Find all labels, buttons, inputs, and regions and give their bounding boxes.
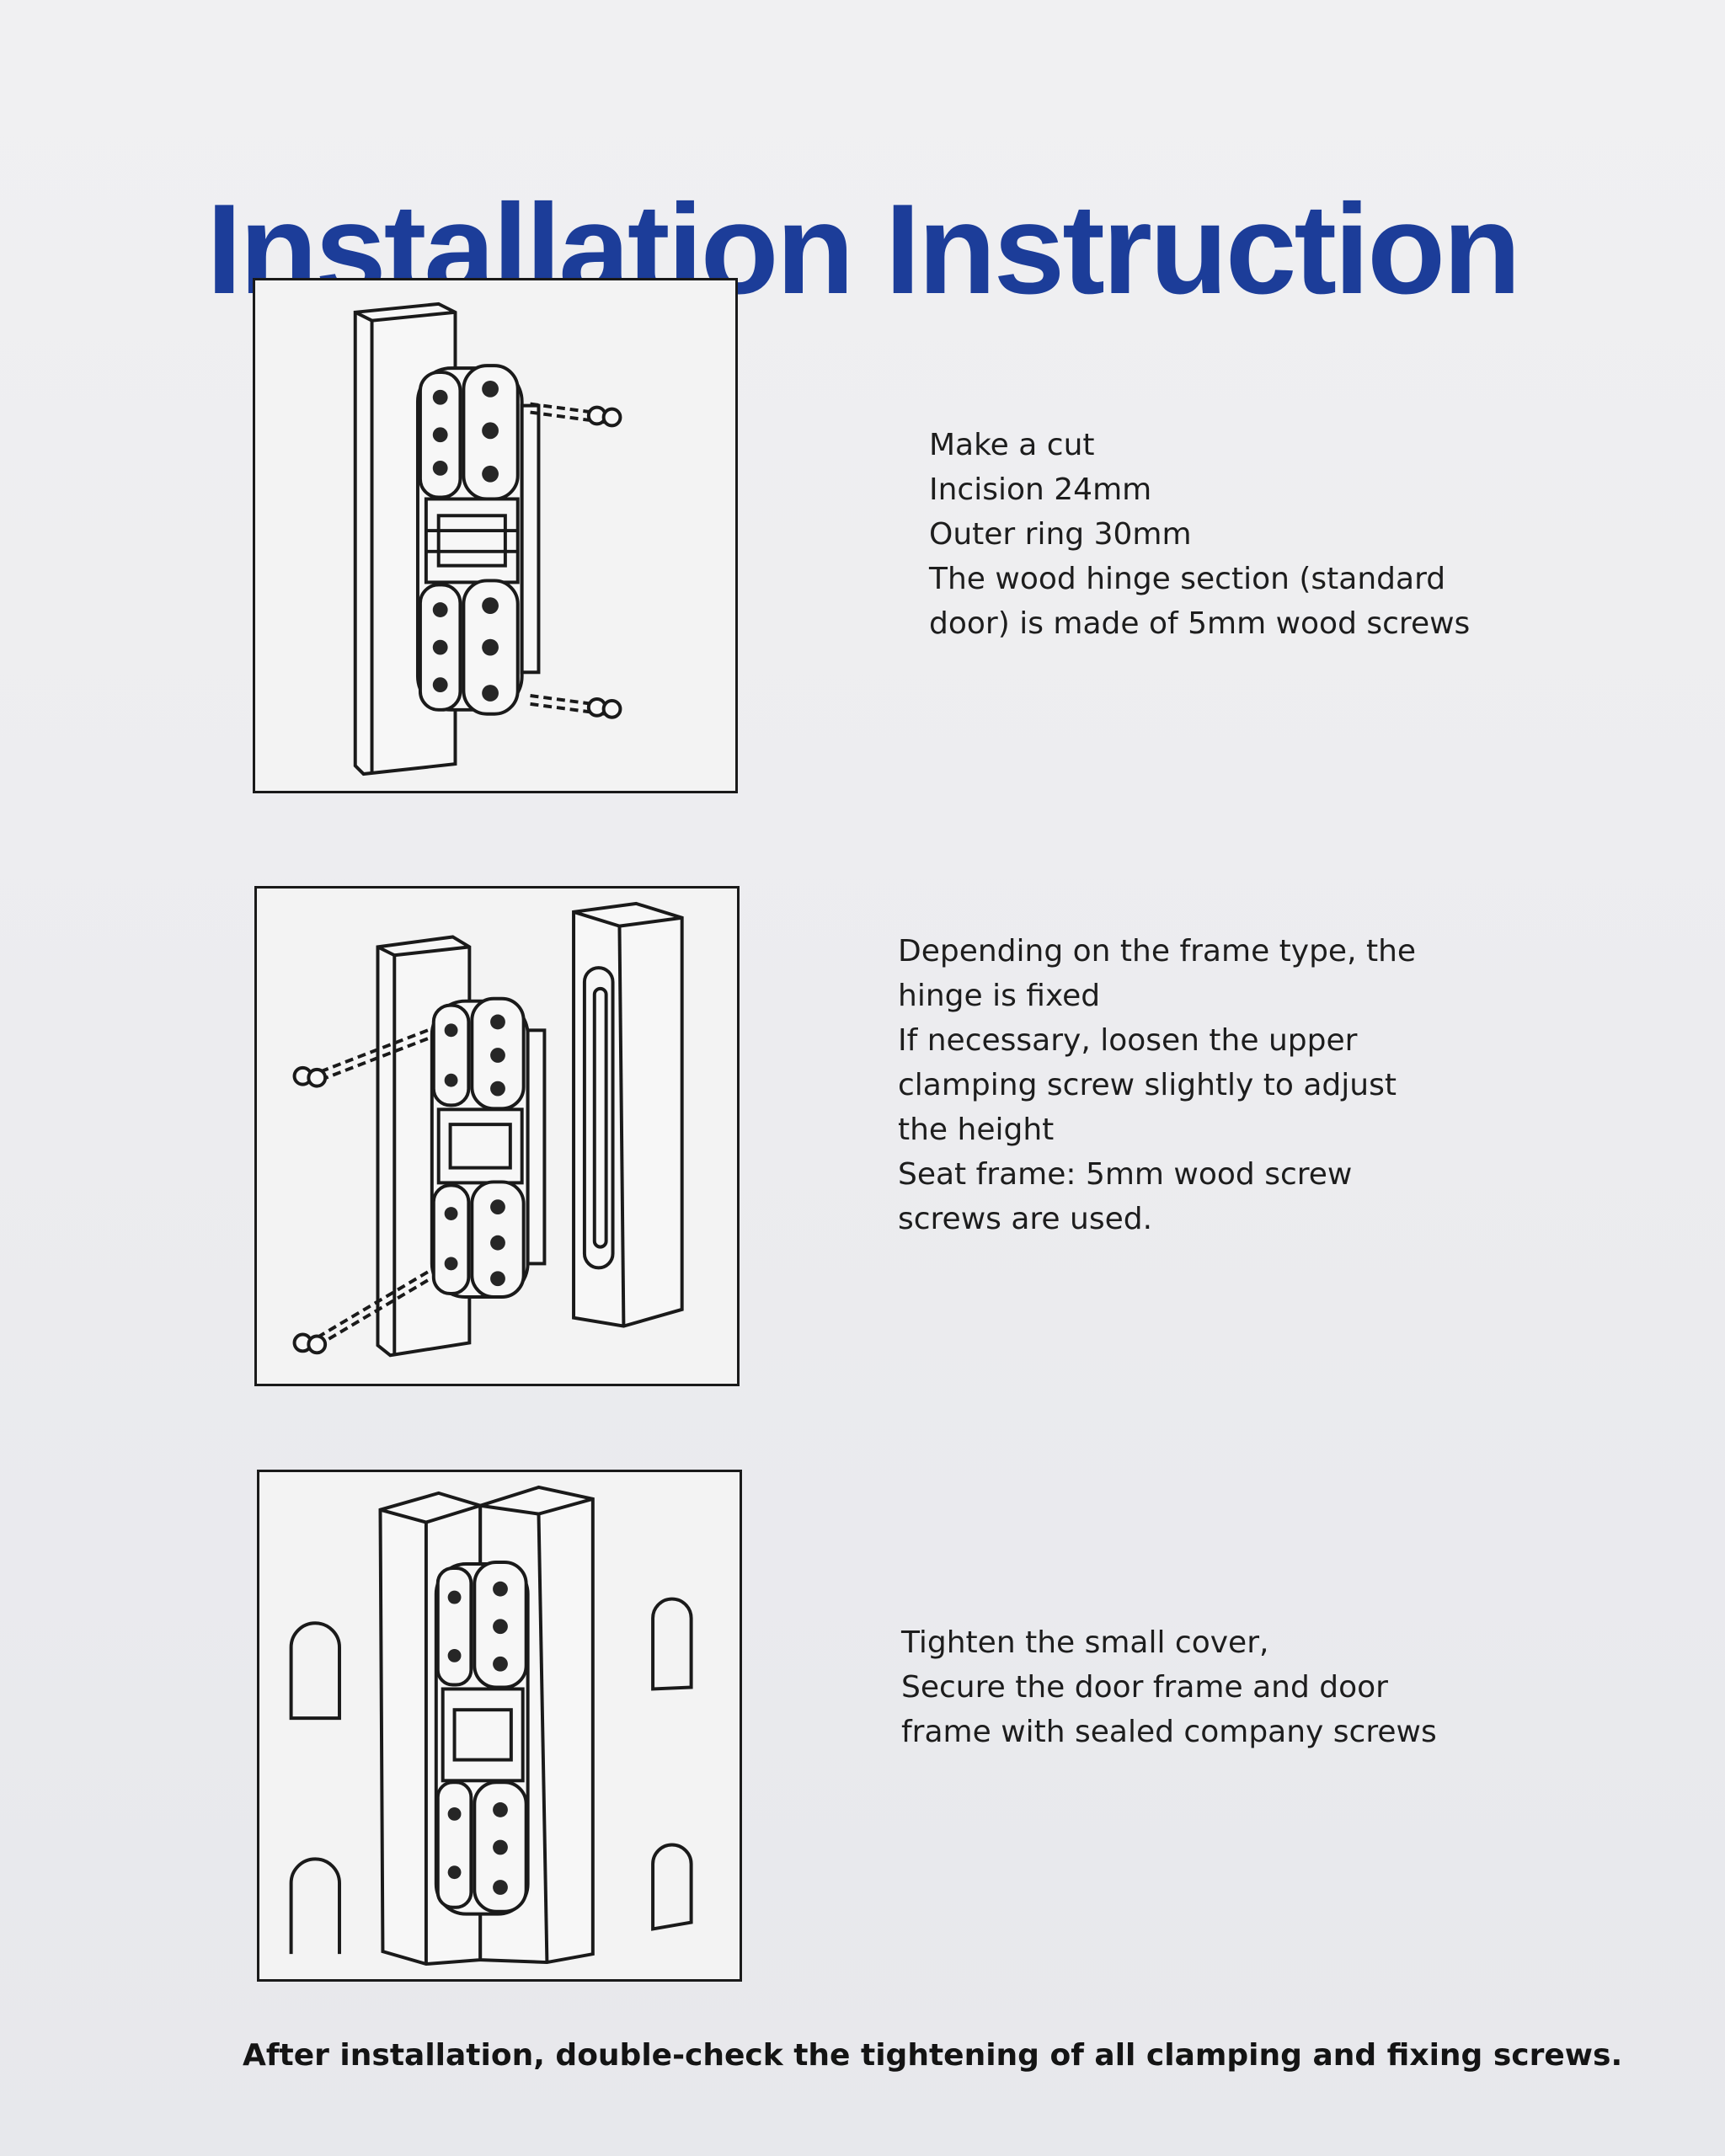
step-3-line: frame with sealed company screws: [901, 1715, 1437, 1749]
step-2-line: Depending on the frame type, the: [898, 934, 1417, 969]
hinge-fix-diagram: [292, 901, 684, 1358]
step-3-text: Tighten the small cover, Secure the door…: [901, 1620, 1437, 1754]
step-1-line: Incision 24mm: [929, 472, 1152, 507]
step-2-text: Depending on the frame type, the hinge i…: [898, 929, 1416, 1241]
step-2-illustration: [254, 886, 740, 1386]
step-3-illustration: [257, 1470, 742, 1982]
step-1-illustration: [253, 278, 738, 793]
step-2-line: the height: [898, 1113, 1055, 1147]
step-2-line: Seat frame: 5mm wood screw: [898, 1157, 1353, 1192]
step-2-line: clamping screw slightly to adjust: [898, 1068, 1397, 1102]
hinge-cover-diagram: [289, 1485, 693, 1967]
step-1-text: Make a cut Incision 24mm Outer ring 30mm…: [929, 423, 1470, 646]
footer-note: After installation, double-check the tig…: [243, 2038, 1623, 2073]
step-1-line: Outer ring 30mm: [929, 517, 1192, 552]
step-3-line: Secure the door frame and door: [901, 1670, 1388, 1705]
step-2-line: hinge is fixed: [898, 979, 1101, 1013]
step-3-line: Tighten the small cover,: [901, 1625, 1269, 1660]
step-2-line: screws are used.: [898, 1202, 1153, 1236]
step-1-line: Make a cut: [929, 428, 1095, 462]
step-1-line: The wood hinge section (standard: [929, 562, 1446, 596]
step-2-line: If necessary, loosen the upper: [898, 1023, 1358, 1058]
step-1-line: door) is made of 5mm wood screws: [929, 606, 1471, 641]
hinge-cut-diagram: [353, 302, 622, 776]
